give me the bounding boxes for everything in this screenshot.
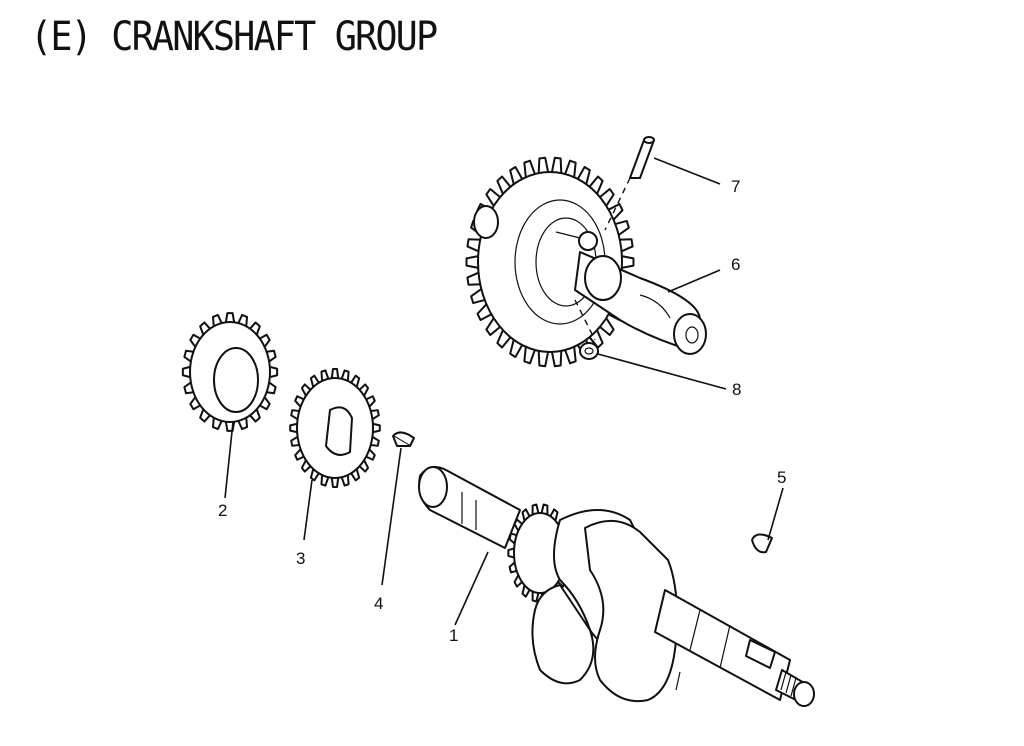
leader-line-5 — [767, 487, 784, 541]
callout-5: 5 — [777, 468, 786, 487]
camshaft-gear-assembly — [465, 156, 707, 368]
part-8-washer — [579, 342, 599, 360]
callout-3: 3 — [296, 549, 305, 568]
leader-line-2 — [224, 421, 234, 499]
camshaft-gear-body — [477, 171, 623, 353]
part-7-pin — [629, 136, 655, 179]
part-5-key — [751, 533, 773, 554]
leader-line-3 — [303, 479, 313, 541]
callout-2: 2 — [218, 501, 227, 520]
callout-7: 7 — [731, 177, 740, 196]
leader-line-7 — [653, 157, 721, 185]
part-2-gear — [181, 312, 279, 432]
part-3-gear — [289, 368, 381, 488]
callout-1: 1 — [449, 626, 458, 645]
part-4-key — [392, 431, 415, 447]
part-1-crankshaft — [418, 466, 815, 707]
leader-line-6 — [667, 269, 721, 293]
diagram-title: (E) CRANKSHAFT GROUP — [30, 14, 438, 60]
callout-labels: 1 2 3 4 5 6 7 8 — [218, 177, 786, 645]
leader-lines — [224, 157, 784, 626]
leader-line-8 — [597, 353, 727, 390]
callout-8: 8 — [732, 380, 741, 399]
callout-6: 6 — [731, 255, 740, 274]
leader-line-4 — [381, 447, 402, 586]
callout-4: 4 — [374, 594, 383, 613]
leader-line-1 — [454, 551, 489, 626]
